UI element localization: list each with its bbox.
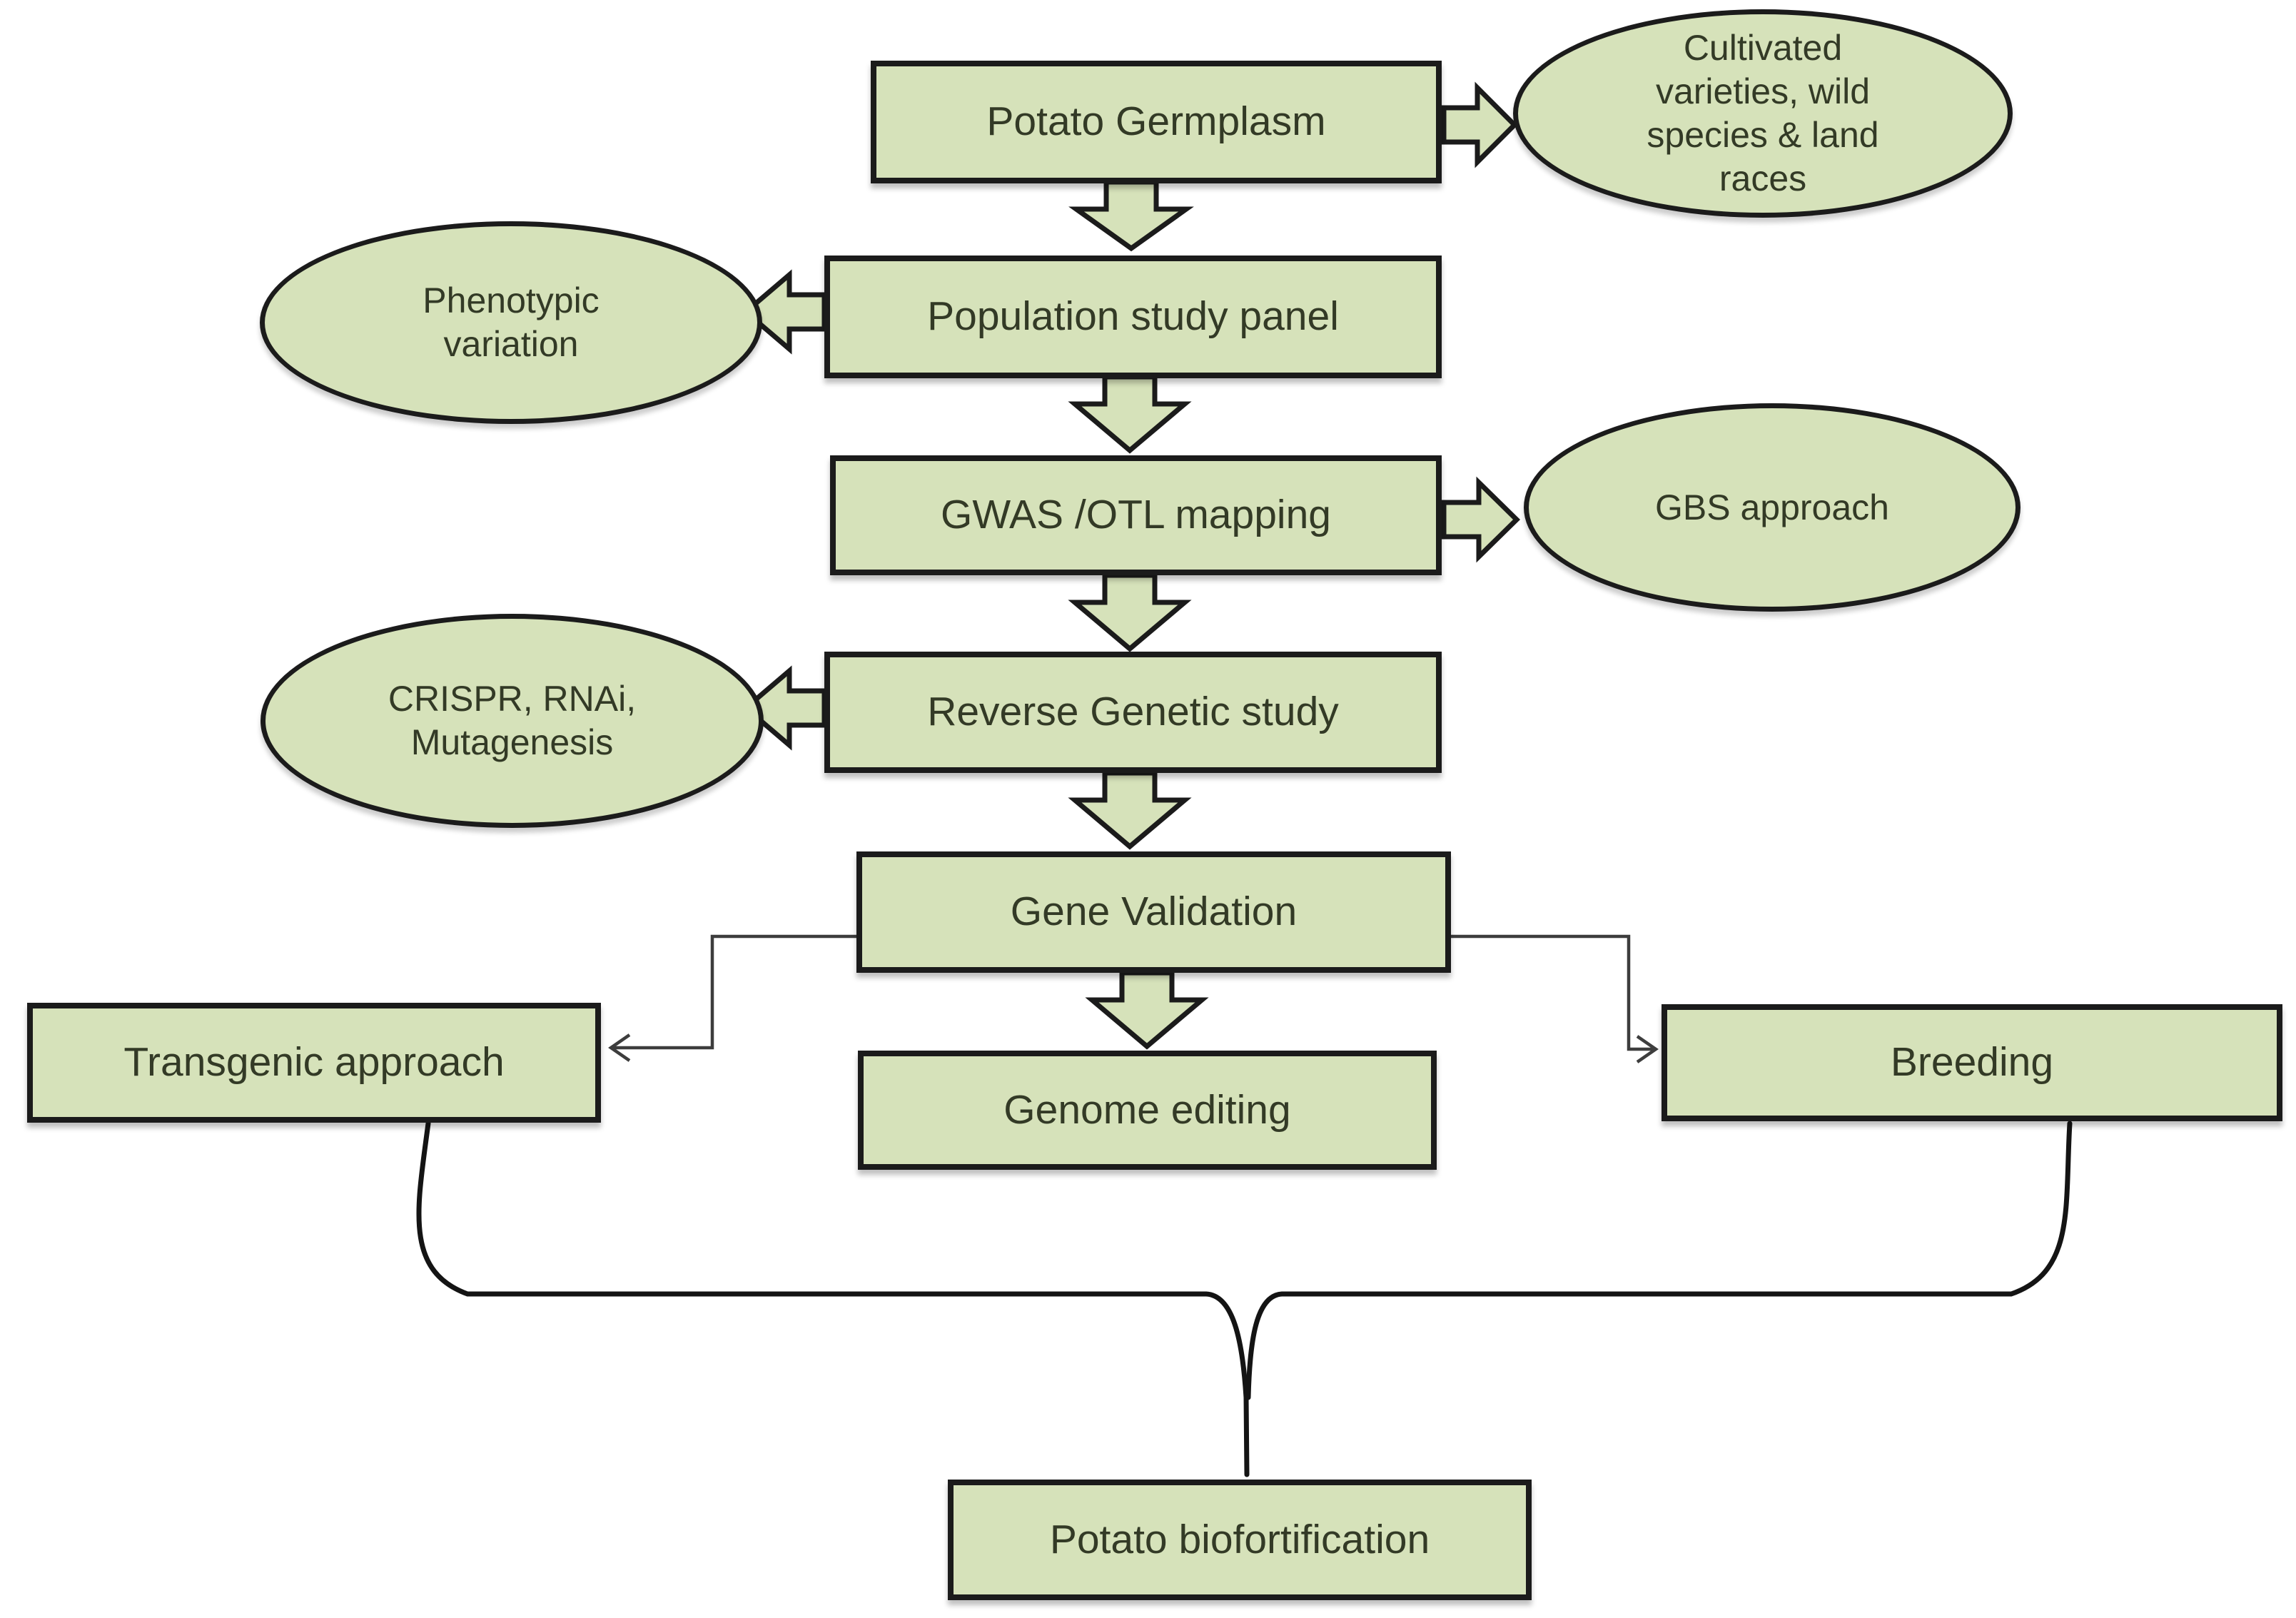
node-population-study-panel-label: Population study panel — [927, 293, 1339, 340]
node-gwas-otl-mapping: GWAS /OTL mapping — [830, 455, 1442, 575]
node-transgenic-approach-label: Transgenic approach — [123, 1039, 505, 1086]
connector-validation-to-breeding — [1451, 934, 1654, 1051]
node-transgenic-approach: Transgenic approach — [27, 1003, 601, 1123]
merge-curve-transgenic-to-biofortification — [416, 1121, 1250, 1477]
node-potato-biofortification: Potato biofortification — [948, 1480, 1532, 1600]
node-gwas-otl-mapping-label: GWAS /OTL mapping — [941, 492, 1331, 538]
node-potato-germplasm-label: Potato Germplasm — [986, 98, 1326, 145]
node-reverse-genetic-study-label: Reverse Genetic study — [927, 689, 1339, 735]
node-potato-germplasm: Potato Germplasm — [871, 61, 1442, 183]
merge-curve-breeding-to-biofortification — [1245, 1121, 2073, 1400]
node-phenotypic-variation: Phenotypic variation — [260, 221, 762, 424]
node-potato-biofortification-label: Potato biofortification — [1049, 1516, 1430, 1562]
connector-validation-to-transgenic — [612, 934, 856, 1050]
node-gene-validation-label: Gene Validation — [1010, 889, 1298, 935]
node-cultivated-varieties: Cultivated varieties, wild species & lan… — [1513, 9, 2013, 218]
node-reverse-genetic-study: Reverse Genetic study — [824, 652, 1442, 773]
arrow-reverse-to-validation — [1068, 770, 1192, 850]
arrow-gwas-to-gbs — [1441, 476, 1520, 563]
node-crispr-rnai-mutagenesis: CRISPR, RNAi, Mutagenesis — [261, 614, 764, 828]
node-gbs-approach: GBS approach — [1524, 403, 2021, 612]
node-breeding-label: Breeding — [1890, 1039, 2054, 1086]
node-gene-validation: Gene Validation — [856, 851, 1451, 973]
arrow-reverse-to-crispr — [742, 665, 827, 751]
arrow-germplasm-to-population — [1068, 179, 1194, 252]
arrow-population-to-gwas — [1068, 374, 1192, 454]
node-genome-editing: Genome editing — [858, 1051, 1437, 1170]
node-population-study-panel: Population study panel — [824, 256, 1442, 378]
arrow-population-to-phenotypic — [742, 269, 827, 355]
arrowhead-into-breeding — [1636, 1035, 1659, 1063]
node-phenotypic-variation-label: Phenotypic variation — [423, 280, 600, 364]
node-cultivated-varieties-label: Cultivated varieties, wild species & lan… — [1647, 28, 1879, 198]
arrowhead-into-transgenic — [608, 1033, 631, 1062]
node-gbs-approach-label: GBS approach — [1655, 487, 1889, 527]
node-genome-editing-label: Genome editing — [1003, 1086, 1291, 1133]
arrow-germplasm-to-cultivated — [1441, 81, 1518, 168]
node-breeding: Breeding — [1662, 1004, 2282, 1121]
arrow-gwas-to-reverse — [1068, 572, 1192, 652]
arrow-validation-to-genome — [1085, 970, 1209, 1050]
node-crispr-rnai-mutagenesis-label: CRISPR, RNAi, Mutagenesis — [388, 679, 637, 762]
